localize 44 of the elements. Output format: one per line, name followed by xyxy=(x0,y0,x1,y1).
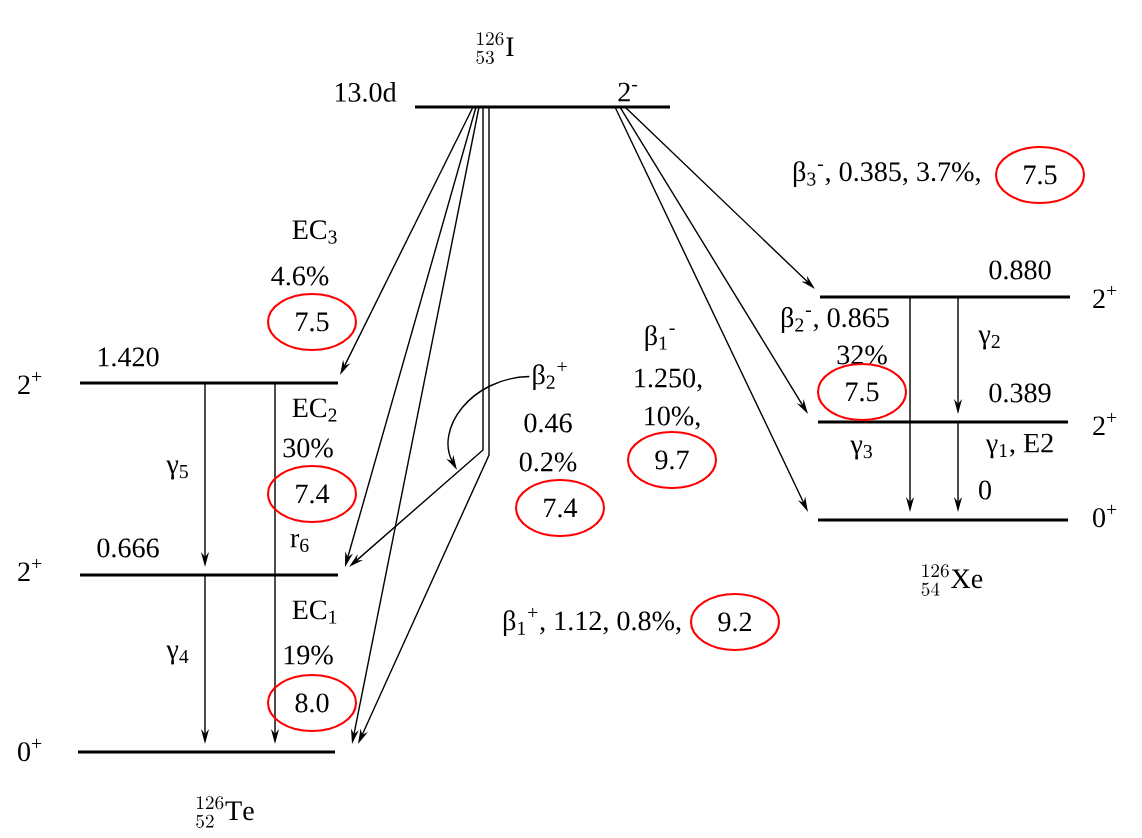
edge-label: γ$_{3}$ xyxy=(848,438,876,462)
nuclide-label: ${}^{126}_{52}\mathrm{Te}$ xyxy=(196,796,254,828)
decay-label: EC$_{1}$ xyxy=(292,600,337,624)
decay-label: 4.6% xyxy=(271,266,329,286)
circled-value: 7.4 xyxy=(514,478,606,538)
circled-value: 9.7 xyxy=(626,430,718,490)
level-label: 0.666 xyxy=(97,538,159,558)
level-label: 0 xyxy=(979,480,991,500)
decay-label: 19% xyxy=(284,645,333,665)
edge-label: γ$_{5}$ xyxy=(164,458,192,482)
decay-label: 30% xyxy=(283,438,333,458)
decay-label: 1.250, xyxy=(635,368,702,392)
decay-label: β$_{1}$- xyxy=(645,325,675,351)
edge-label: r$_{6}$ xyxy=(288,532,312,554)
decay-label: EC$_{3}$ xyxy=(292,220,337,244)
edge-label: γ$_{2}$ xyxy=(976,328,1004,352)
decay-label: 10%, xyxy=(645,406,700,430)
level-label: 2$^{+}$ xyxy=(1093,412,1117,436)
decay-label: β$_{2}$$^{-}$, 0.865 xyxy=(781,307,889,333)
nuclide-label: ${}^{126}_{53}\mathrm{I}$ xyxy=(476,32,514,64)
level-label: 2$^{-}$ xyxy=(618,82,638,102)
level-label: 2$^{+}$ xyxy=(1093,285,1117,309)
level-label: 0.389 xyxy=(989,383,1051,403)
level-label: 0.880 xyxy=(989,260,1051,280)
level-label: 0$^{+}$ xyxy=(18,738,42,762)
circled-value: 7.5 xyxy=(994,145,1086,205)
circled-value: 8.0 xyxy=(266,673,358,733)
circled-value: 9.2 xyxy=(689,592,781,652)
decay-label: β$_{2}$+ xyxy=(533,361,567,391)
decay-label: EC$_{2}$ xyxy=(292,398,337,422)
circled-value: 7.4 xyxy=(266,464,358,524)
level-label: 0$^{+}$ xyxy=(1093,504,1117,528)
level-label: 2$^{+}$ xyxy=(18,371,42,395)
decay-label: 0.2% xyxy=(519,452,577,472)
level-label: 1.420 xyxy=(98,347,159,367)
level-label: 13.0d xyxy=(335,82,397,102)
edge-label: γ$_{4}$ xyxy=(164,643,192,667)
circled-value: 7.5 xyxy=(266,292,358,352)
decay-label: 0.46 xyxy=(524,413,572,433)
nuclide-label: ${}^{126}_{54}\mathrm{Xe}$ xyxy=(921,564,983,596)
decay-label: β$_{3}$$^{-}$, 0.385, 3.7%, xyxy=(793,161,980,187)
decay-label: β$_{1}$$^{+}$, 1.12, 0.8%, xyxy=(503,607,681,637)
edge-label: γ$_{1}$, E2 xyxy=(984,431,1056,461)
level-label: 2$^{+}$ xyxy=(18,558,42,582)
